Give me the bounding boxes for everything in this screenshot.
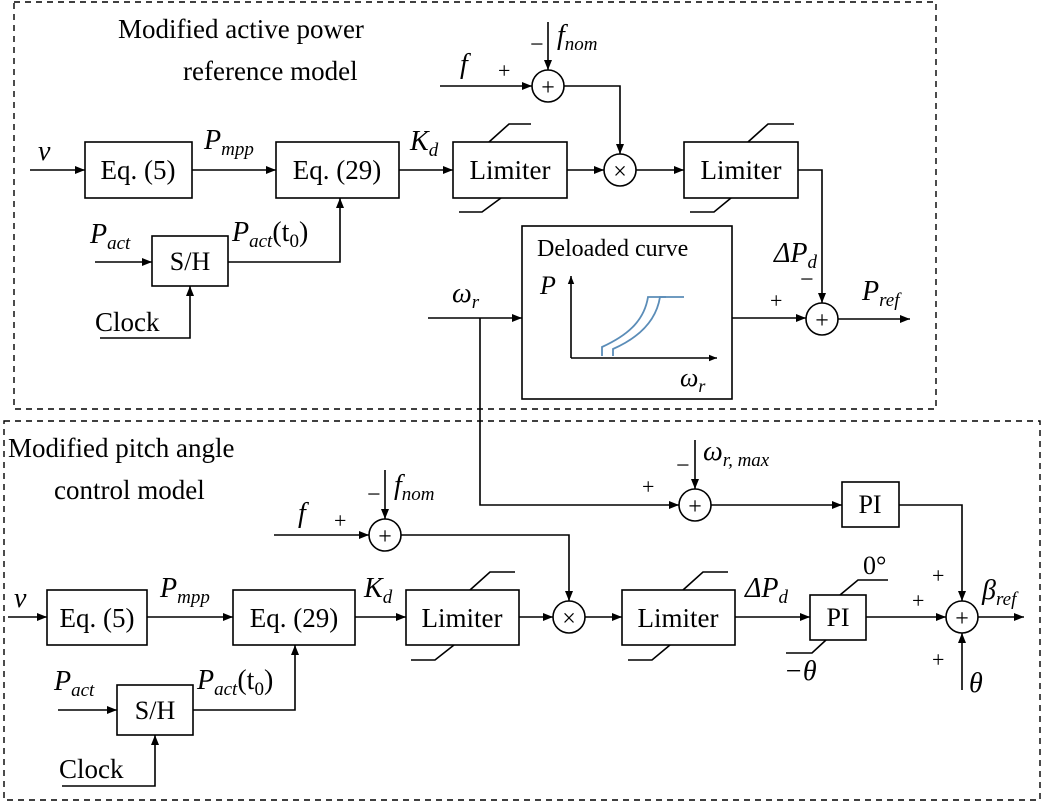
top-pref-sum-symbol: + (815, 308, 829, 334)
bottom-omega-sum-symbol: + (688, 494, 702, 520)
bottom-pact-t0-label: Pact(t0) (196, 665, 273, 700)
bottom-omega-max-label: ωr, max (703, 436, 770, 471)
top-pmpp-label: Pmpp (203, 125, 254, 160)
top-pref-sum-minus: − (800, 267, 814, 293)
top-limiter-2-sat-lower (690, 197, 732, 213)
top-eq5-block (84, 141, 193, 199)
deloaded-curve-deloaded (612, 296, 684, 356)
top-limiter-1-label: Limiter (470, 155, 551, 185)
top-delta-pd-label: ΔPd (773, 238, 818, 273)
deloaded-curve-omega-axis-label: ωr (680, 363, 706, 396)
deloaded-curve-title: Deloaded curve (537, 236, 688, 262)
bottom-limiter-1-sat-lower (411, 644, 455, 661)
bottom-omega-sum-plus: + (642, 474, 654, 499)
top-pact-t0-label: Pact(t0) (231, 217, 308, 252)
bottom-pi-upper-to-sum (899, 504, 966, 601)
top-v-label: v (38, 136, 51, 167)
top-limiter-1-sat-lower (459, 197, 502, 213)
top-clock-label: Clock (95, 307, 160, 337)
deloaded-curve-block (521, 225, 733, 400)
top-f-label: f (460, 49, 471, 80)
bottom-limiter-2-sat-lower (628, 644, 671, 661)
bottom-freq-sum-to-mult (401, 534, 573, 601)
active-power-region-title-line2-text: reference model (183, 56, 358, 86)
bottom-sh-block (116, 684, 194, 736)
active-power-region-frame (13, 1, 937, 410)
bottom-eq5-block (46, 589, 148, 646)
top-limiter-1-sat-upper (488, 123, 531, 143)
top-freq-sum-symbol: + (541, 75, 555, 101)
bottom-limiter-1-block (405, 589, 520, 646)
bottom-omega-max-minus: − (676, 453, 690, 479)
pitch-angle-region-frame (3, 420, 1041, 801)
top-limiter-1-block (452, 141, 568, 199)
bottom-f-plus: + (334, 508, 346, 533)
bottom-eq5-label: Eq. (5) (60, 603, 135, 633)
pitch-angle-region-title-line2: control model (54, 475, 205, 505)
bottom-eq29-block (232, 589, 356, 646)
bottom-delta-pd-label: ΔPd (744, 573, 789, 608)
top-limiter-2-label: Limiter (701, 155, 782, 185)
bottom-clock-label: Clock (59, 754, 124, 784)
bottom-theta-label: θ (969, 668, 983, 699)
deloaded-curve-p-axis-label: P (539, 271, 556, 300)
top-freq-sum-to-mult (564, 85, 624, 154)
bottom-pi-lower-block (809, 594, 867, 641)
bottom-limiter-1-sat-upper (469, 571, 515, 591)
top-eq5-label: Eq. (5) (101, 155, 176, 185)
bottom-beta-ref-label: βref (981, 575, 1019, 610)
bottom-limiter-1-label: Limiter (422, 603, 503, 633)
top-eq29-block (275, 141, 400, 199)
bottom-eq29-label: Eq. (29) (250, 603, 338, 633)
bottom-limiter-2-sat-upper (682, 571, 728, 591)
bottom-beta-sum-plus-bottom: + (932, 647, 944, 672)
top-eq29-label: Eq. (29) (293, 155, 381, 185)
bottom-pmpp-label: Pmpp (159, 573, 210, 608)
omega-r-branch-wire (479, 318, 679, 509)
top-fnom-label: fnom (557, 20, 598, 55)
bottom-kd-label: Kd (363, 573, 393, 608)
deloaded-curve-mpp (601, 296, 666, 356)
bottom-pi-lower-sat-upper (839, 579, 888, 596)
bottom-sh-to-eq29 (193, 645, 299, 711)
bottom-pi-lower-label: PI (826, 603, 849, 632)
bottom-freq-sum-symbol: + (378, 524, 392, 550)
active-power-region-title-line1: Modified active power (118, 14, 364, 44)
top-f-plus: + (498, 58, 510, 83)
bottom-clock-arrow (62, 735, 159, 787)
bottom-pi-upper-label: PI (858, 490, 881, 519)
bottom-v-label: v (14, 583, 27, 614)
bottom-multiplier-symbol: × (562, 606, 576, 632)
top-pact-label: Pact (89, 219, 131, 254)
bottom-fnom-label: fnom (394, 470, 435, 505)
pitch-angle-region-title-line1: Modified pitch angle (8, 433, 234, 463)
bottom-limiter-2-block (621, 589, 736, 646)
top-multiplier-symbol: × (613, 159, 627, 185)
top-limiter-2-sat-upper (747, 123, 794, 143)
top-pref-sum-plus: + (770, 288, 782, 313)
bottom-beta-sum-plus-top: + (932, 563, 944, 588)
top-limiter-2-block (683, 141, 799, 199)
top-clock-arrow (100, 286, 194, 339)
bottom-pact-label: Pact (53, 666, 95, 701)
top-sh-label: S/H (170, 247, 211, 276)
top-pref-label: Pref (861, 276, 902, 311)
bottom-beta-sum-plus-left: + (912, 588, 924, 613)
bottom-pi-upper-limit-label: 0° (863, 551, 886, 580)
top-kd-label: Kd (409, 126, 439, 161)
top-fnom-minus: − (530, 32, 544, 58)
bottom-beta-sum-symbol: + (955, 606, 969, 632)
bottom-f-label: f (298, 498, 309, 529)
top-sh-to-eq29 (228, 198, 344, 263)
bottom-pi-lower-limit-label: −θ (784, 656, 817, 687)
bottom-sh-label: S/H (135, 696, 176, 725)
top-omega-r-label: ωr (452, 278, 480, 313)
bottom-limiter-2-label: Limiter (638, 603, 719, 633)
bottom-pi-lower-sat-lower (786, 639, 827, 654)
bottom-fnom-minus: − (367, 482, 381, 508)
top-delta-pd-arrow (798, 169, 826, 303)
